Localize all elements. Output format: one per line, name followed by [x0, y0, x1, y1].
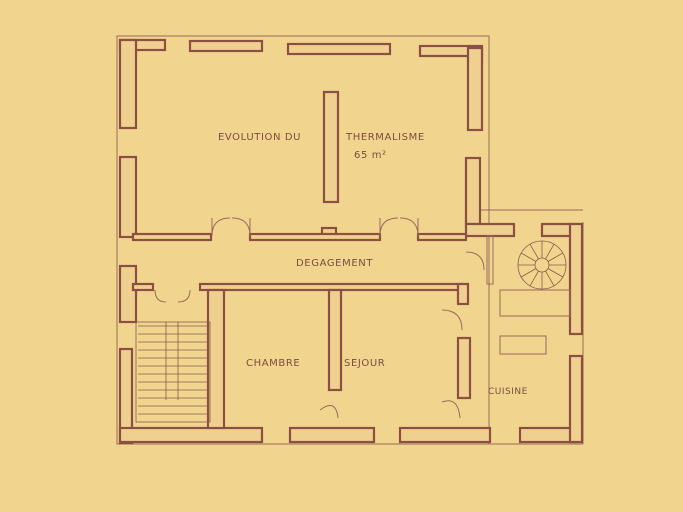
room-label-evolution: EVOLUTION DU — [218, 132, 301, 143]
exterior-walls — [118, 38, 584, 445]
room-area: 65 m² — [354, 150, 387, 161]
room-label-cuisine: CUISINE — [488, 387, 528, 397]
room-label-chambre: CHAMBRE — [246, 358, 300, 369]
main-staircase — [135, 321, 211, 423]
spiral-staircase — [517, 240, 567, 290]
room-label-degagement: DEGAGEMENT — [296, 258, 373, 269]
room-label-thermalisme: THERMALISME — [345, 132, 425, 143]
room-label-sejour: SEJOUR — [344, 358, 385, 369]
interior-walls — [131, 90, 571, 430]
doors — [154, 217, 485, 419]
